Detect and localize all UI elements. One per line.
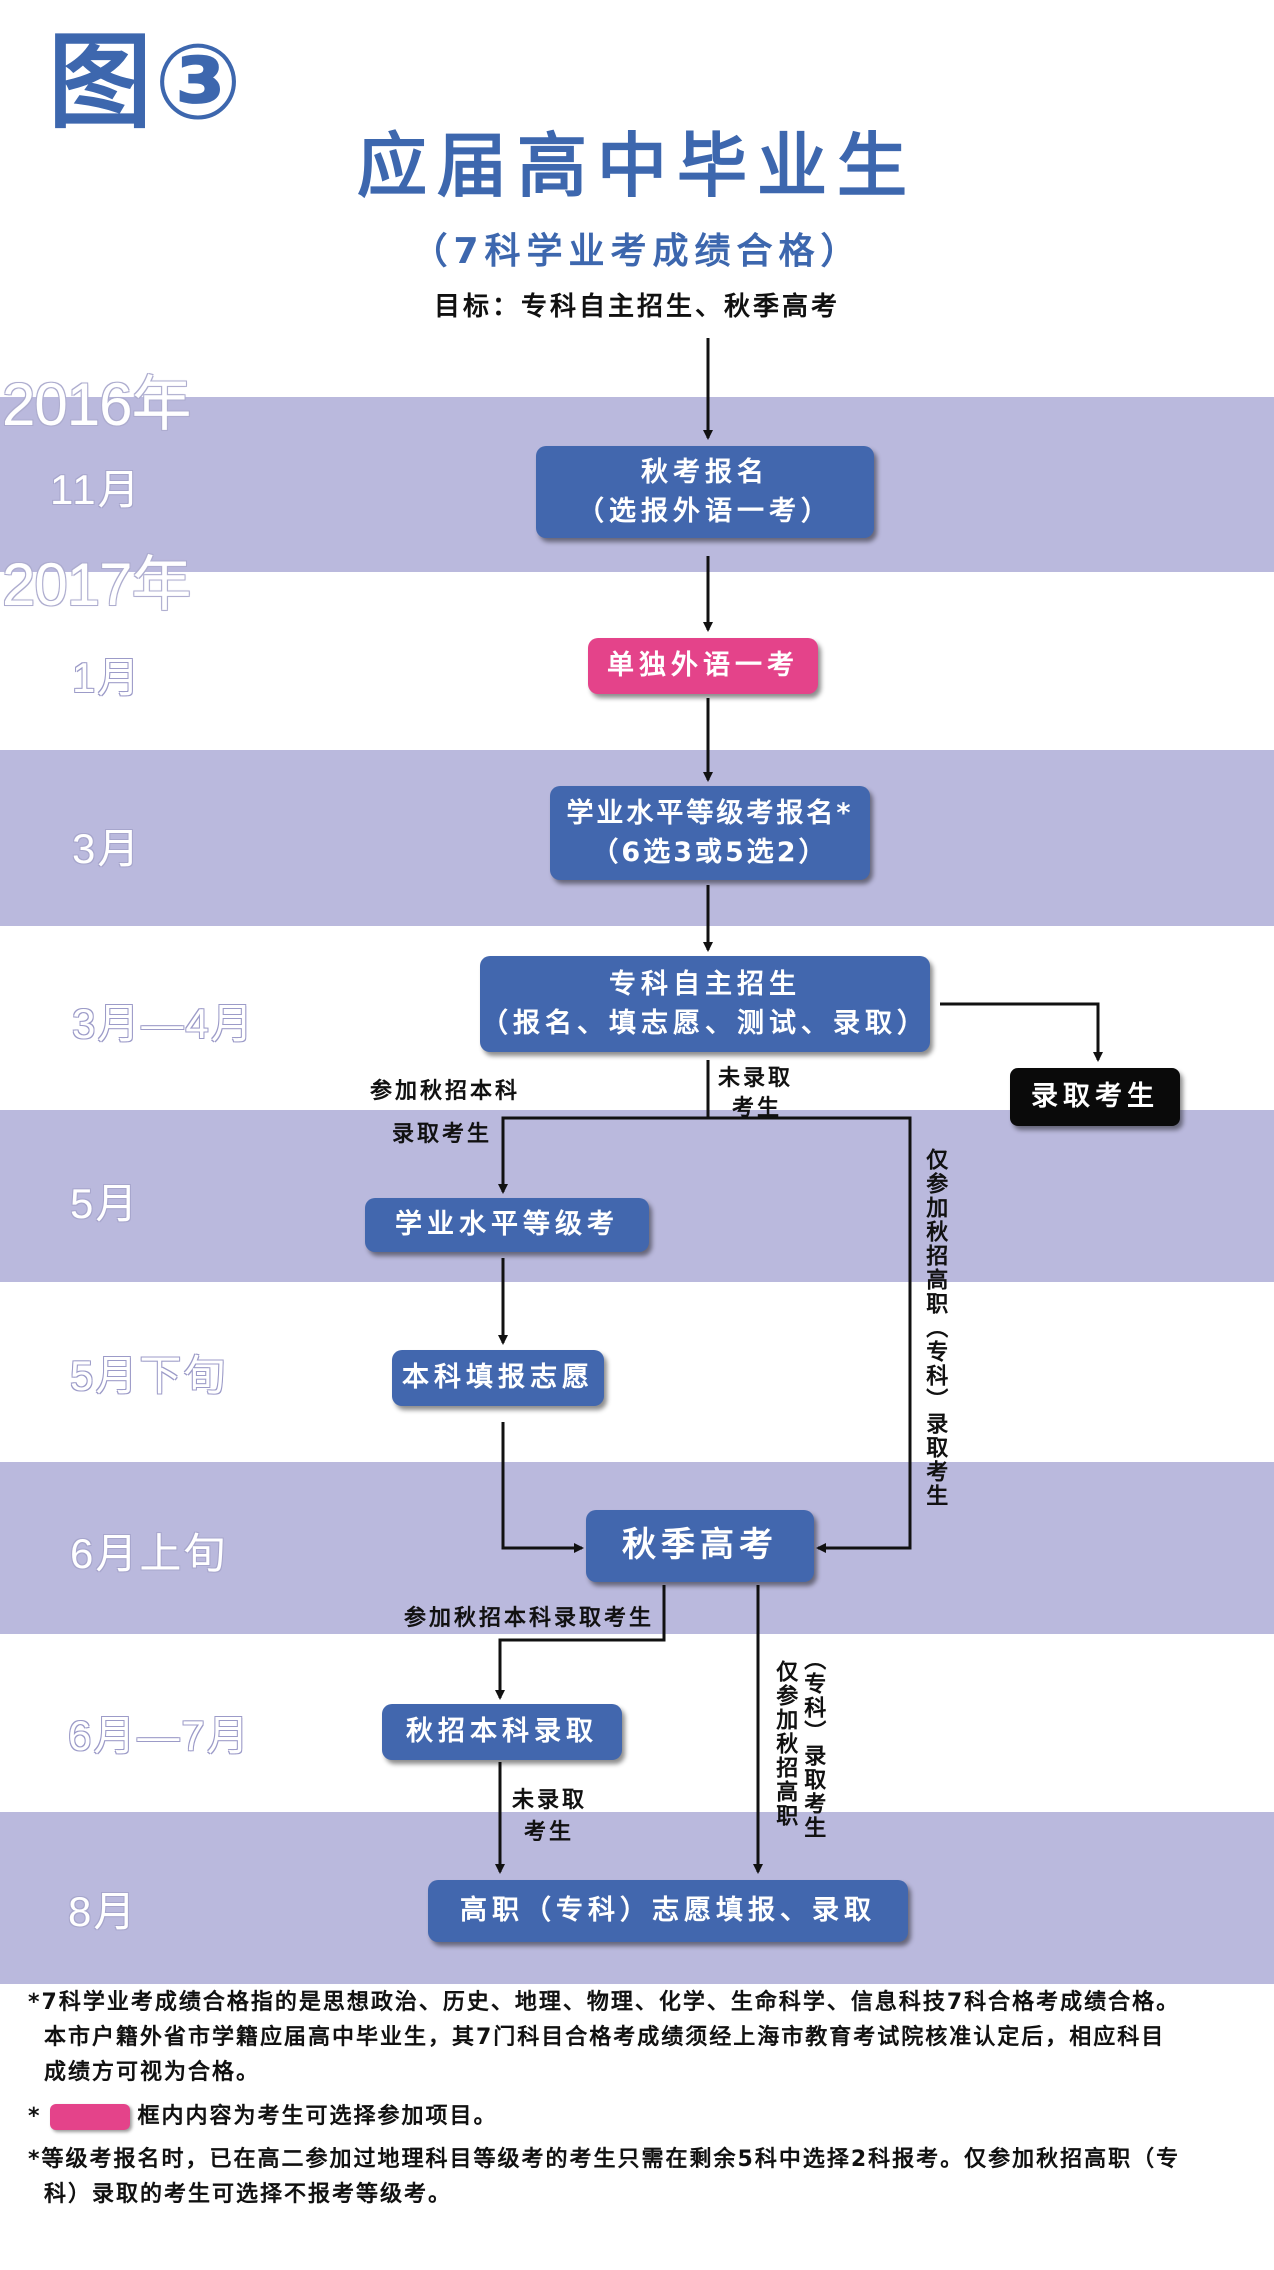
- page-subtitle: （7科学业考成绩合格）: [411, 231, 863, 272]
- month-11: 11月: [50, 466, 142, 513]
- footnote-2-text: 框内内容为考生可选择参加项目。: [137, 2103, 498, 2129]
- autumn-registration-line2: （选报外语一考）: [577, 496, 833, 527]
- undergrad-admission-box: 秋招本科录取: [382, 1704, 622, 1760]
- month-6-7: 6月—7月: [68, 1712, 251, 1759]
- month-5-late: 5月下旬: [70, 1352, 228, 1399]
- note-not-admitted-1: 未录取: [718, 1066, 794, 1091]
- junior-college-admission-box: 专科自主招生 （报名、填志愿、测试、录取）: [480, 956, 930, 1052]
- arrow-application-to-autumn-exam: [501, 1422, 584, 1553]
- timeline-band-5: [0, 1110, 1274, 1282]
- note-not-admitted-2: 未录取: [512, 1788, 588, 1813]
- month-8: 8月: [68, 1888, 138, 1935]
- level-exam-registration-line2: （6选3或5选2）: [591, 837, 829, 868]
- note-not-admitted-1b: 考生: [732, 1096, 783, 1121]
- note-undergrad-candidates-1: 参加秋招本科: [370, 1079, 521, 1104]
- note-not-admitted-2b: 考生: [524, 1820, 575, 1845]
- month-1: 1月: [72, 654, 142, 701]
- undergrad-application-box: 本科填报志愿: [392, 1350, 604, 1406]
- month-3-4: 3月—4月: [72, 1000, 255, 1047]
- month-3: 3月: [72, 825, 142, 872]
- page-title: 应届高中毕业生: [357, 125, 917, 207]
- vocational-admission-box: 高职（专科）志愿填报、录取: [428, 1880, 908, 1942]
- admitted-box: 录取考生: [1010, 1068, 1180, 1126]
- foreign-language-exam-label: 单独外语一考: [607, 650, 799, 682]
- footnote-2: * 框内内容为考生可选择参加项目。: [28, 2099, 1258, 2134]
- year-2017: 2017年: [2, 551, 191, 618]
- undergrad-application-label: 本科填报志愿: [402, 1362, 594, 1394]
- arrow-split-to-level-exam: [498, 1116, 708, 1194]
- footnote-1-line3: 成绩方可视为合格。: [44, 2060, 261, 2086]
- footnotes: *7科学业考成绩合格指的是思想政治、历史、地理、物理、化学、生命科学、信息科技7…: [28, 1985, 1258, 2216]
- arrow-split-to-autumn-exam: [708, 1116, 912, 1553]
- footnote-1-line2: 本市户籍外省市学籍应届高中毕业生，其7门科目合格考成绩须经上海市教育考试院核准认…: [44, 2025, 1166, 2051]
- footnote-2-prefix: *: [28, 2103, 42, 2129]
- month-6-early: 6月上旬: [70, 1530, 228, 1577]
- footnote-1: *7科学业考成绩合格指的是思想政治、历史、地理、物理、化学、生命科学、信息科技7…: [28, 1985, 1258, 2091]
- month-5: 5月: [70, 1180, 140, 1227]
- optional-item-swatch: [49, 2103, 130, 2130]
- footnote-1-line1: *7科学业考成绩合格指的是思想政治、历史、地理、物理、化学、生命科学、信息科技7…: [28, 1990, 1181, 2015]
- footnote-3-line1: *等级考报名时，已在高二参加过地理科目等级考的考生只需在剩余5科中选择2科报考。…: [28, 2146, 1181, 2172]
- note-vocational-only-mid-a: （专科）录取考生: [800, 1648, 826, 1840]
- autumn-registration-box: 秋考报名 （选报外语一考）: [536, 446, 874, 538]
- foreign-language-exam-box: 单独外语一考: [588, 638, 818, 694]
- note-vocational-only-right: 仅参加秋招高职（专科）录取考生: [922, 1148, 948, 1508]
- autumn-exam-box: 秋季高考: [586, 1510, 814, 1582]
- level-exam-registration-box: 学业水平等级考报名* （6选3或5选2）: [550, 786, 870, 880]
- junior-college-line2: （报名、填志愿、测试、录取）: [481, 1008, 929, 1039]
- autumn-exam-label: 秋季高考: [622, 1525, 778, 1566]
- goal-text: 目标：专科自主招生、秋季高考: [433, 292, 840, 322]
- note-undergrad-candidates-line: 参加秋招本科录取考生: [404, 1606, 655, 1631]
- year-2016: 2016年: [2, 371, 191, 438]
- vocational-admission-label: 高职（专科）志愿填报、录取: [460, 1895, 876, 1927]
- arrow-junior-to-admitted: [940, 1002, 1103, 1062]
- note-vocational-only-mid-b: 仅参加秋招高职: [772, 1660, 798, 1828]
- arrow-autumn-to-undergrad: [495, 1585, 666, 1700]
- admitted-label: 录取考生: [1031, 1081, 1159, 1113]
- footnote-3: *等级考报名时，已在高二参加过地理科目等级考的考生只需在剩余5科中选择2科报考。…: [28, 2142, 1258, 2212]
- level-exam-registration-line1: 学业水平等级考报名*: [566, 797, 854, 829]
- level-exam-box: 学业水平等级考: [365, 1198, 649, 1252]
- figure-label: 图③: [48, 21, 245, 143]
- undergrad-admission-label: 秋招本科录取: [406, 1716, 598, 1748]
- footnote-3-line2: 科）录取的考生可选择不报考等级考。: [44, 2181, 453, 2207]
- junior-college-line1: 专科自主招生: [609, 968, 801, 1000]
- autumn-registration-line1: 秋考报名: [641, 456, 769, 488]
- note-undergrad-candidates-2: 录取考生: [392, 1122, 493, 1147]
- level-exam-label: 学业水平等级考: [395, 1209, 619, 1241]
